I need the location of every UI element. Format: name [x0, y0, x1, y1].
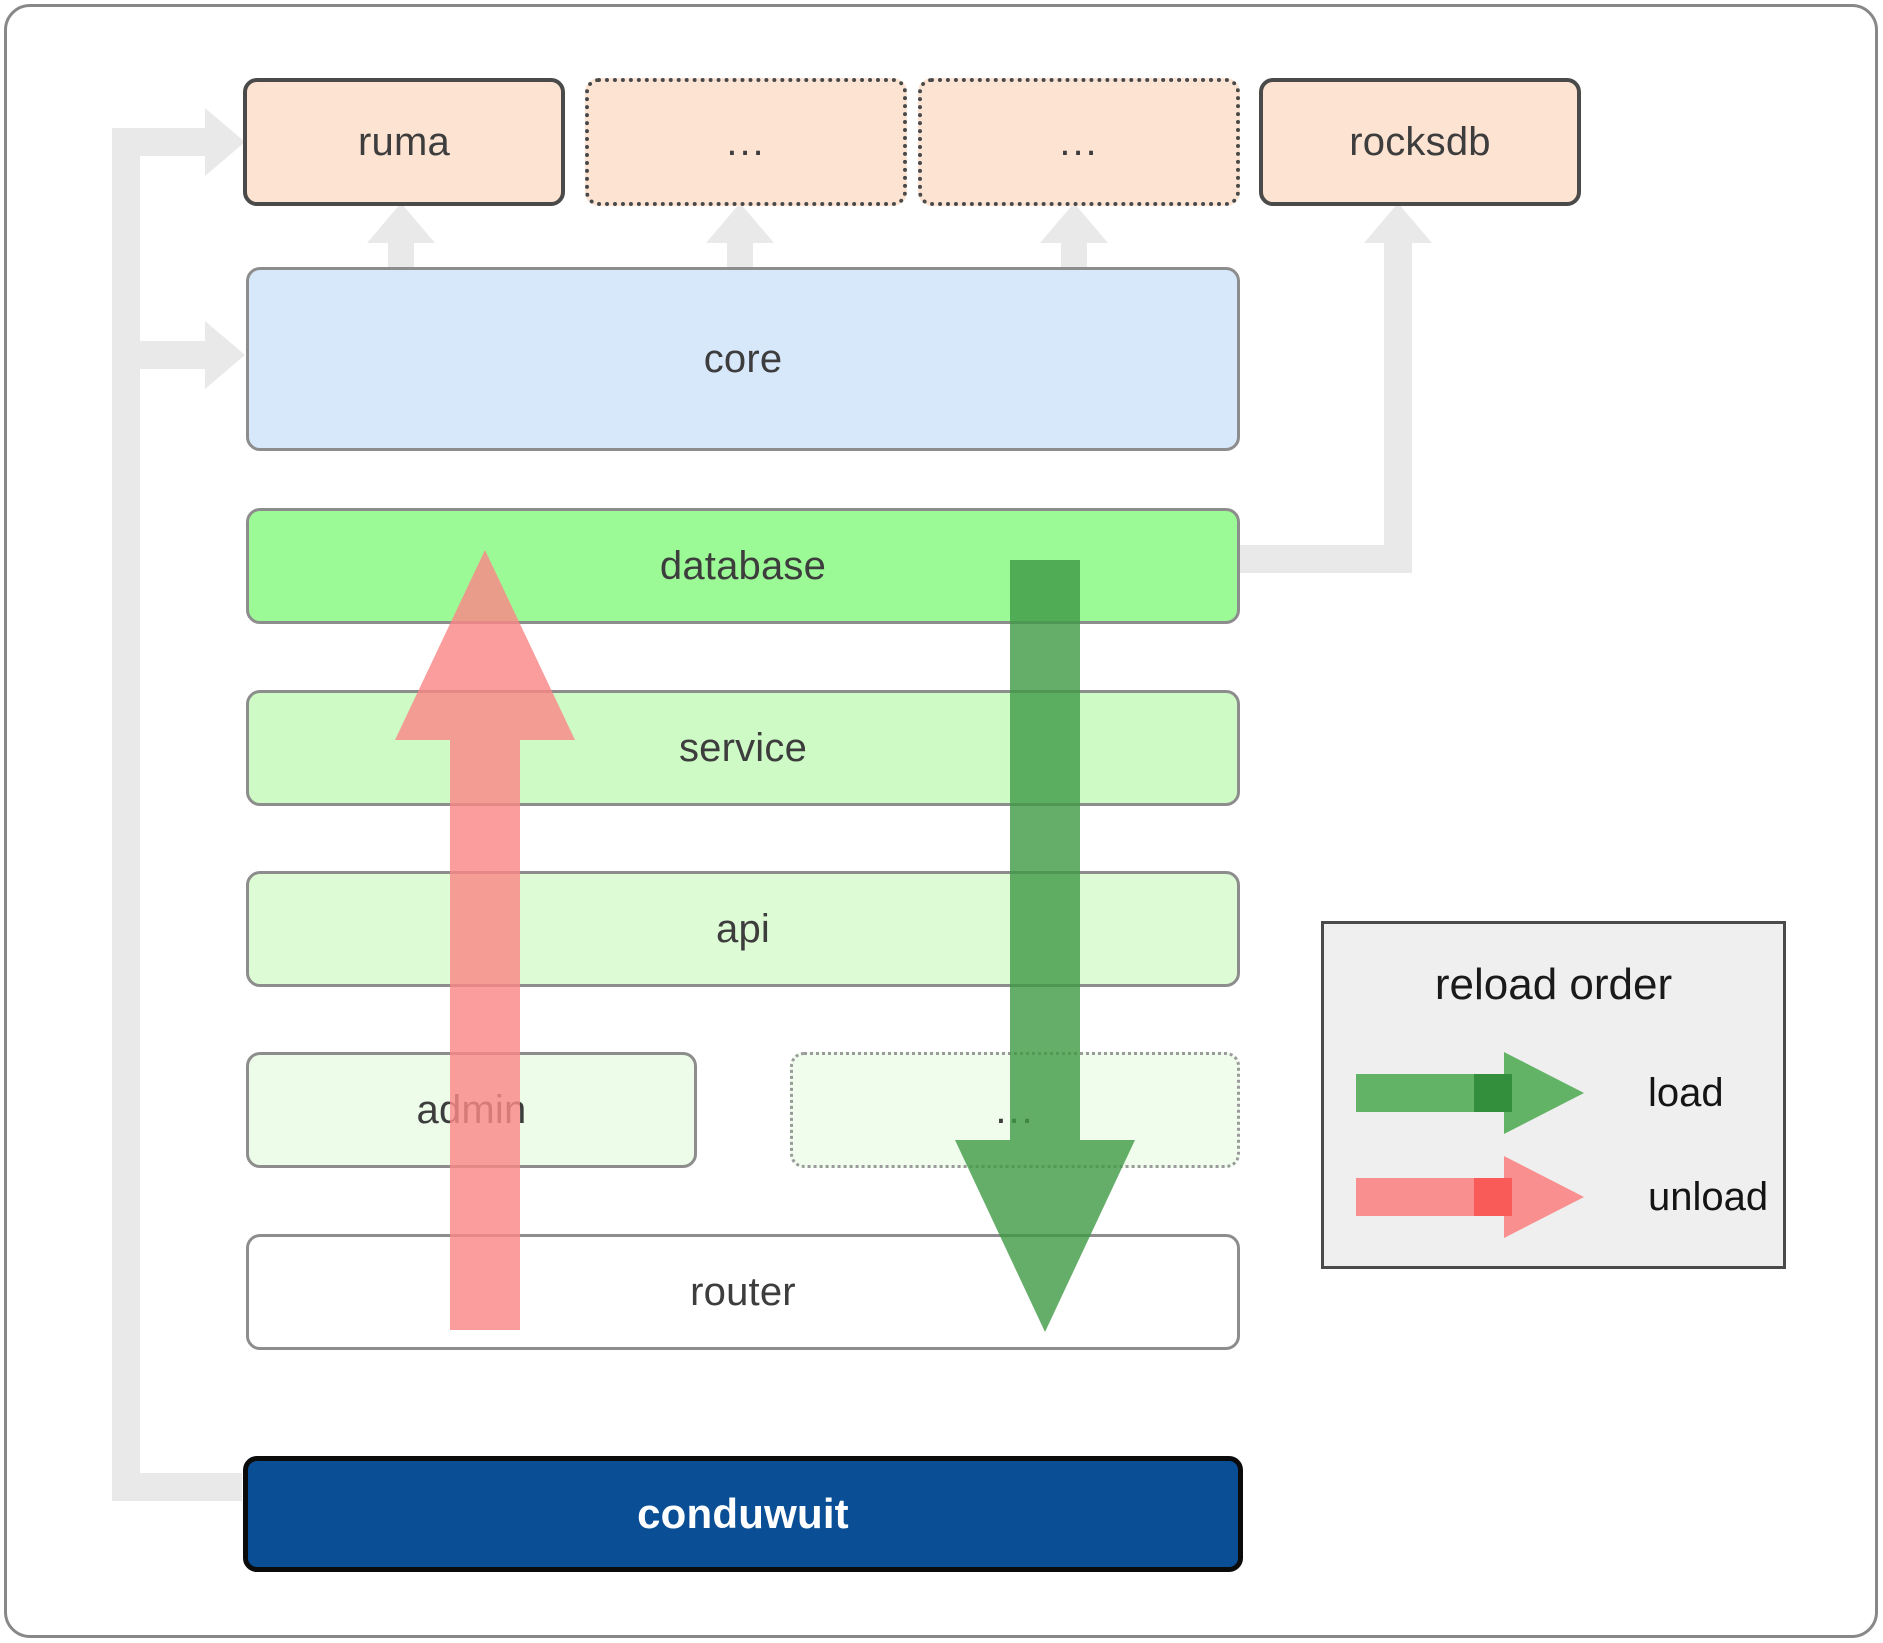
legend-label-unload: unload: [1648, 1175, 1769, 1219]
layer-box-router[interactable]: router: [246, 1234, 1240, 1350]
layer-label-placeholder: ...: [995, 1088, 1035, 1132]
pipe-arrow-core: [205, 321, 245, 389]
crate-box-placeholder-1[interactable]: ...: [585, 78, 907, 206]
layer-label-api: api: [716, 907, 770, 951]
diagram-frame: [4, 4, 1878, 1638]
layer-label-router: router: [690, 1270, 796, 1314]
layer-box-admin[interactable]: admin: [246, 1052, 697, 1168]
pipe-to-conduwuit: [112, 1473, 242, 1501]
layer-box-api[interactable]: api: [246, 871, 1240, 987]
crate-label-placeholder-2: ...: [1059, 120, 1099, 164]
pipe-db-to-rocksdb-vertical: [1384, 228, 1412, 573]
crate-label-placeholder-1: ...: [726, 120, 766, 164]
binary-label-conduwuit: conduwuit: [637, 1490, 849, 1537]
pipe-left-trunk: [112, 128, 140, 1501]
pipe-arrow-core-to-dots2: [1040, 203, 1108, 243]
crate-label-ruma: ruma: [358, 120, 450, 164]
layer-box-placeholder[interactable]: ...: [790, 1052, 1240, 1168]
pipe-arrow-rocksdb: [1364, 203, 1432, 243]
pipe-arrow-ruma: [205, 108, 245, 176]
pipe-branch-core: [112, 341, 217, 369]
legend-row-load: load: [1324, 1048, 1783, 1138]
crate-box-ruma[interactable]: ruma: [243, 78, 565, 206]
crate-box-rocksdb[interactable]: rocksdb: [1259, 78, 1581, 206]
pipe-arrow-core-to-dots1: [706, 203, 774, 243]
layer-box-core[interactable]: core: [246, 267, 1240, 451]
legend-panel: reload order load unload: [1321, 921, 1786, 1269]
legend-title: reload order: [1434, 960, 1673, 1009]
legend-row-unload: unload: [1324, 1152, 1783, 1242]
unload-arrow-icon: [1356, 1152, 1586, 1242]
load-arrow-icon: [1356, 1048, 1586, 1138]
pipe-arrow-core-to-ruma: [367, 203, 435, 243]
binary-box-conduwuit[interactable]: conduwuit: [243, 1456, 1243, 1572]
crate-label-rocksdb: rocksdb: [1349, 120, 1491, 164]
layer-box-service[interactable]: service: [246, 690, 1240, 806]
pipe-branch-ruma: [112, 128, 217, 156]
layer-box-database[interactable]: database: [246, 508, 1240, 624]
layer-label-admin: admin: [416, 1088, 527, 1132]
layer-label-service: service: [678, 726, 808, 770]
layer-label-core: core: [703, 337, 783, 381]
crate-box-placeholder-2[interactable]: ...: [918, 78, 1240, 206]
pipe-db-to-rocksdb-horizontal: [1216, 545, 1412, 573]
layer-label-database: database: [659, 544, 827, 588]
legend-label-load: load: [1648, 1071, 1724, 1115]
